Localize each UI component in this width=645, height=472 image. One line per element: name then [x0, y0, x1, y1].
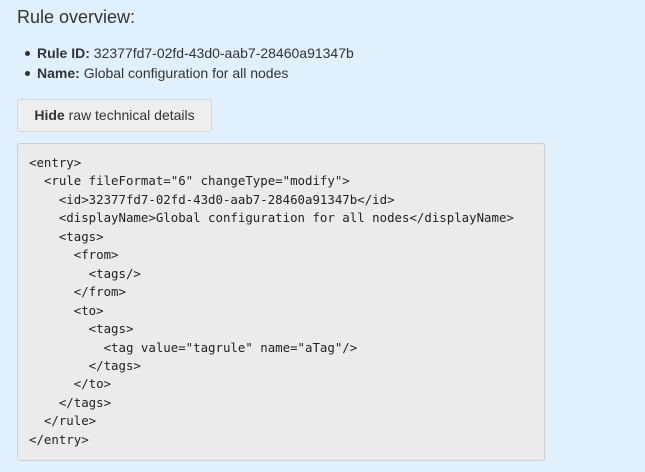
rule-details-list: Rule ID: 32377fd7-02fd-43d0-aab7-28460a9…: [17, 45, 354, 85]
rule-id-label: Rule ID:: [37, 45, 90, 61]
xml-line: </tags>: [29, 357, 141, 373]
xml-line: <rule fileFormat="6" changeType="modify"…: [29, 173, 350, 189]
xml-line: </entry>: [29, 431, 89, 447]
xml-line: <entry>: [29, 155, 82, 170]
xml-line: <tags>: [29, 321, 134, 337]
rule-id-item: Rule ID: 32377fd7-02fd-43d0-aab7-28460a9…: [17, 45, 354, 65]
toggle-button-bold: Hide: [34, 107, 65, 123]
xml-line: </tags>: [29, 394, 112, 410]
xml-line: <tag value="tagrule" name="aTag"/>: [29, 339, 358, 355]
rule-name-item: Name: Global configuration for all nodes: [17, 65, 354, 85]
rule-id-value: 32377fd7-02fd-43d0-aab7-28460a91347b: [93, 45, 354, 61]
xml-line: <from>: [29, 247, 119, 263]
toggle-button-text: raw technical details: [68, 107, 195, 123]
xml-line: <to>: [29, 302, 104, 318]
xml-line: </rule>: [29, 413, 97, 429]
rule-name-value: Global configuration for all nodes: [83, 65, 289, 81]
hide-raw-details-button[interactable]: Hide raw technical details: [17, 99, 212, 132]
xml-line: <id>32377fd7-02fd-43d0-aab7-28460a91347b…: [29, 191, 395, 207]
xml-line: <tags/>: [29, 265, 141, 281]
xml-line: </to>: [29, 376, 112, 392]
raw-xml-block: <entry> <rule fileFormat="6" changeType=…: [17, 143, 545, 461]
xml-line: </from>: [29, 284, 126, 300]
xml-line: <displayName>Global configuration for al…: [29, 210, 514, 226]
page-title: Rule overview:: [17, 7, 136, 27]
xml-line: <tags>: [29, 228, 104, 244]
rule-name-label: Name:: [37, 65, 80, 81]
